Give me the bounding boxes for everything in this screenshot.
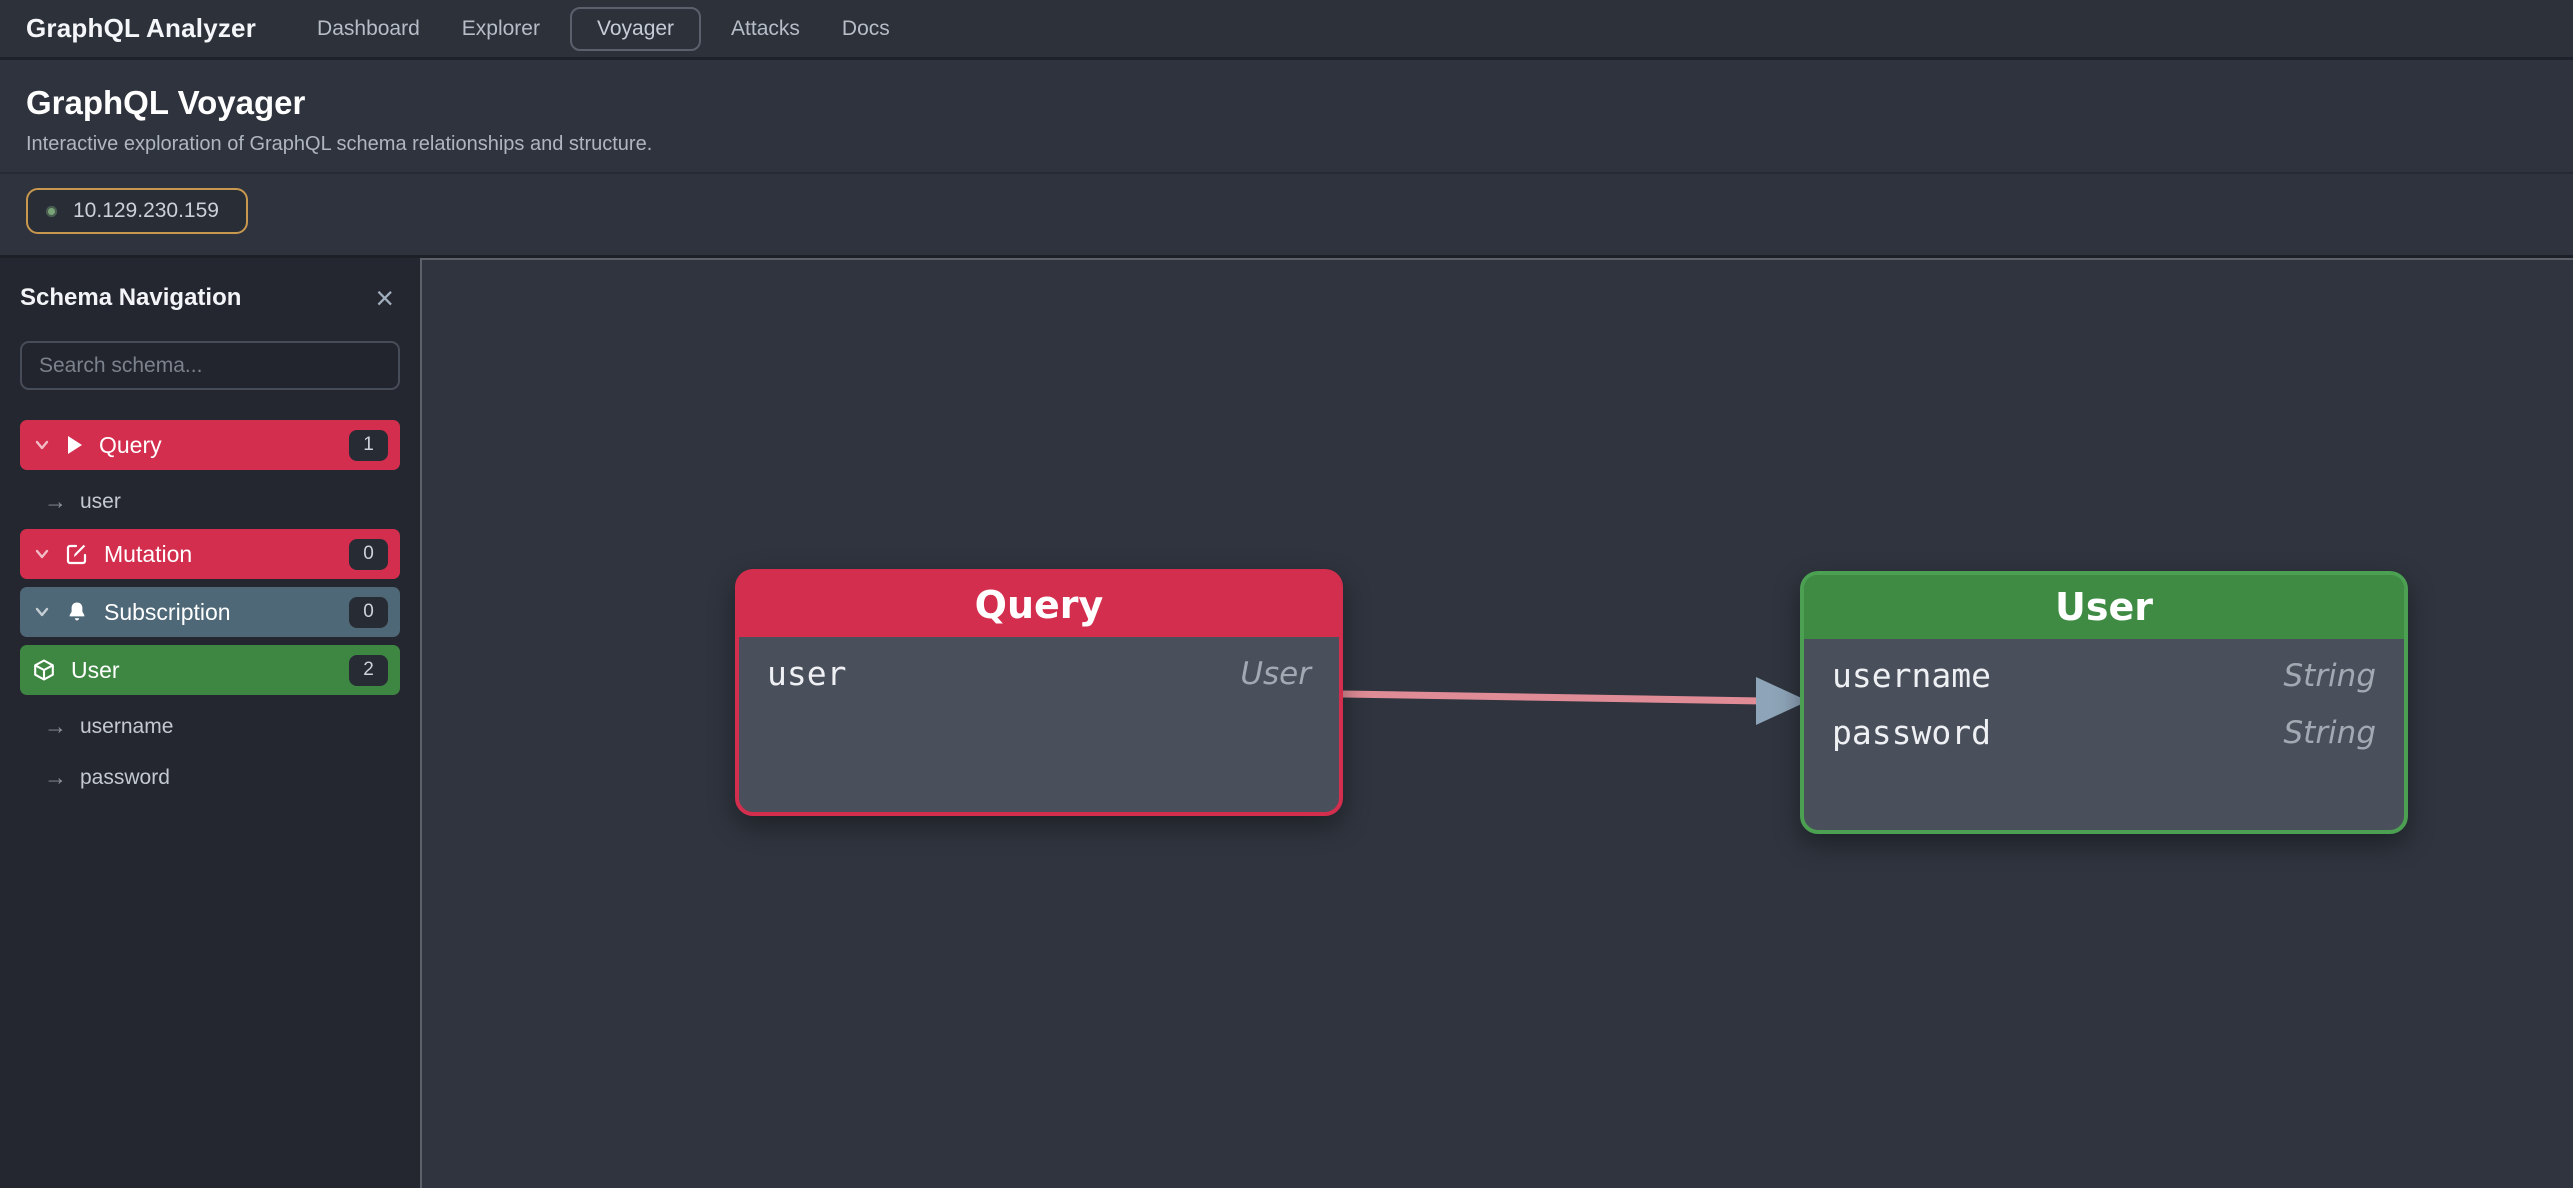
tree-item-subscription[interactable]: Subscription 0: [20, 587, 400, 637]
node-title: User: [1804, 575, 2404, 639]
node-field-password[interactable]: password String: [1832, 704, 2376, 761]
tree-field-user[interactable]: → user: [20, 478, 400, 525]
tree-item-query[interactable]: Query 1: [20, 420, 400, 470]
tree-field-label: user: [80, 489, 121, 513]
close-icon[interactable]: ×: [369, 282, 400, 314]
graph-node-user[interactable]: User username String password String: [1800, 571, 2408, 834]
nav-item-explorer[interactable]: Explorer: [461, 16, 540, 40]
count-badge: 0: [349, 538, 388, 570]
nav-item-voyager[interactable]: Voyager: [569, 6, 702, 51]
nav-item-docs[interactable]: Docs: [841, 16, 890, 40]
chevron-down-icon: [32, 544, 52, 564]
target-ip-label: 10.129.230.159: [73, 199, 219, 222]
search-input[interactable]: [20, 341, 400, 390]
target-ip-chip[interactable]: 10.129.230.159: [26, 188, 248, 234]
status-dot-icon: [46, 205, 57, 217]
chevron-down-icon: [32, 435, 52, 455]
tree-item-mutation[interactable]: Mutation 0: [20, 529, 400, 579]
tree-field-password[interactable]: → password: [20, 754, 400, 801]
main-area: Schema Navigation × Query 1 → user: [0, 258, 2573, 1188]
node-field-username[interactable]: username String: [1832, 647, 2376, 704]
page-header: GraphQL Voyager Interactive exploration …: [0, 60, 2573, 258]
tree-field-label: password: [80, 765, 170, 789]
field-type: String: [2283, 714, 2376, 751]
page-header-titles: GraphQL Voyager Interactive exploration …: [0, 60, 2573, 174]
tree-field-username[interactable]: → username: [20, 703, 400, 750]
tree-item-label: Subscription: [104, 598, 231, 625]
tree-item-label: User: [71, 656, 120, 683]
tree-item-label: Mutation: [104, 540, 193, 567]
tree-field-label: username: [80, 714, 174, 738]
field-type: User: [1240, 655, 1311, 692]
count-badge: 0: [349, 596, 388, 628]
voyager-graph-canvas[interactable]: Query user User User username String pas…: [420, 258, 2573, 1188]
app-brand: GraphQL Analyzer: [26, 13, 257, 43]
field-type: String: [2283, 657, 2376, 694]
field-name: username: [1832, 656, 1991, 695]
graph-node-query[interactable]: Query user User: [735, 569, 1343, 816]
page-subtitle: Interactive exploration of GraphQL schem…: [26, 133, 653, 155]
count-badge: 2: [349, 654, 388, 686]
tree-item-label: Query: [99, 431, 162, 458]
field-name: user: [767, 654, 847, 693]
field-name: password: [1832, 713, 1991, 752]
schema-navigation-sidebar: Schema Navigation × Query 1 → user: [0, 258, 420, 1188]
nav-item-attacks[interactable]: Attacks: [731, 16, 800, 40]
count-badge: 1: [349, 429, 388, 461]
edit-icon: [65, 542, 89, 566]
cube-icon: [32, 658, 56, 682]
arrow-right-icon: →: [44, 764, 67, 790]
play-icon: [65, 434, 84, 456]
bell-icon: [65, 600, 89, 624]
node-title: Query: [739, 573, 1339, 637]
node-field-user[interactable]: user User: [767, 645, 1311, 702]
tree-item-user-type[interactable]: User 2: [20, 645, 400, 695]
sidebar-title: Schema Navigation: [20, 284, 242, 311]
arrow-right-icon: →: [44, 713, 67, 739]
top-navbar: GraphQL Analyzer Dashboard Explorer Voya…: [0, 0, 2573, 60]
schema-tree: Query 1 → user Mutation 0: [20, 420, 400, 805]
page-title: GraphQL Voyager: [26, 84, 306, 121]
edge-query-user: [1342, 677, 1808, 725]
arrow-right-icon: →: [44, 488, 67, 514]
target-chip-row: 10.129.230.159: [0, 174, 2573, 258]
chevron-down-icon: [32, 602, 52, 622]
nav-item-dashboard[interactable]: Dashboard: [317, 16, 420, 40]
